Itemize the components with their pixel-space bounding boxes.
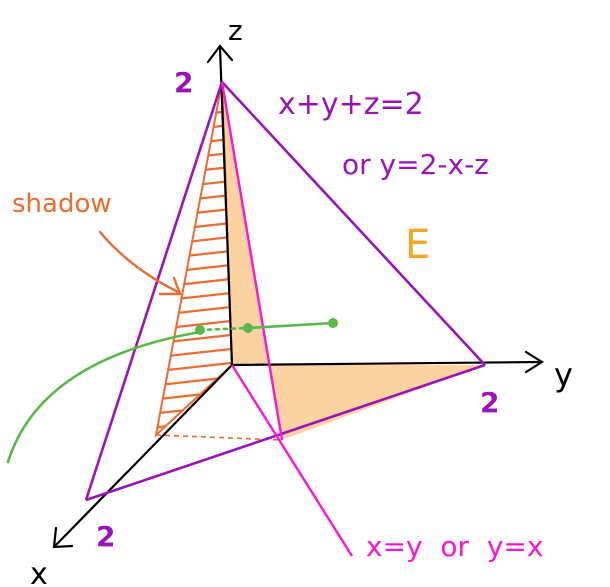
x-intercept-label: 2 (96, 520, 115, 553)
plane-equation: x+y+z=2 (278, 87, 424, 122)
z-axis-label: z (228, 14, 243, 47)
plane-edges (84, 81, 486, 502)
axes (52, 44, 545, 549)
diagonal-plane-x-equals-y (220, 81, 354, 557)
plane-face-region-E (222, 82, 485, 440)
z-axis-arrow (206, 44, 234, 64)
shadow-label: shadow (12, 189, 112, 219)
y-axis (230, 360, 542, 367)
shadow-base-dashed (155, 434, 283, 441)
projection-curve (6, 321, 335, 464)
projection-point-end (328, 318, 338, 328)
y-axis-label: y (554, 356, 573, 394)
region-label-E: E (405, 222, 430, 268)
shadow-pointer-arrow (98, 230, 182, 296)
plane-equation-solved: or y=2-x-z (342, 148, 489, 181)
y-axis-arrow (524, 350, 545, 374)
x-axis (54, 363, 234, 547)
projection-point-shadow (195, 325, 205, 335)
projection-point-mid (243, 323, 253, 333)
z-intercept-label: 2 (174, 66, 193, 99)
x-axis-label: x (30, 557, 48, 587)
z-axis (218, 46, 234, 367)
y-intercept-label: 2 (480, 386, 499, 419)
x-axis-arrow (52, 526, 74, 549)
diagonal-label: x=y or y=x (366, 530, 543, 563)
